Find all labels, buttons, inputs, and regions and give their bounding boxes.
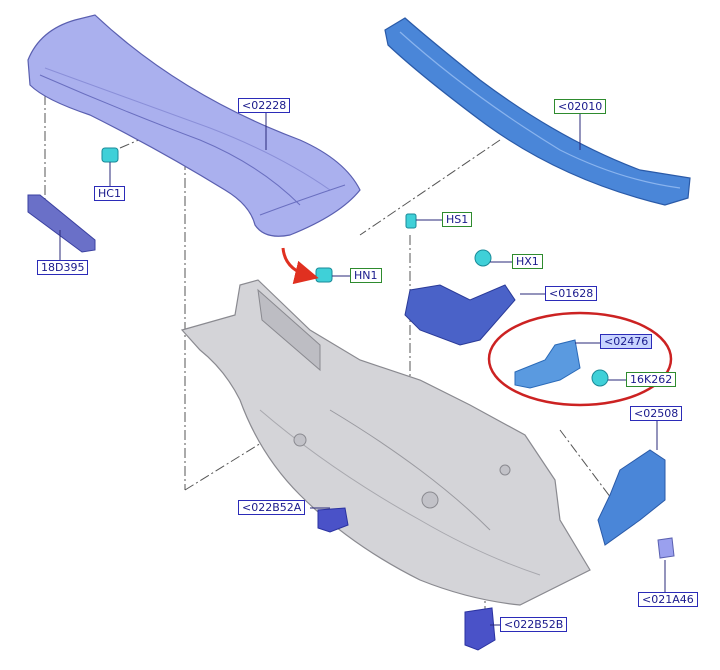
label-pointers [59, 112, 666, 626]
label-hs1: HS1 [442, 212, 473, 227]
label-01628: <01628 [545, 286, 598, 301]
bracket-02476 [514, 339, 581, 389]
label-18d395: 18D395 [37, 260, 89, 275]
bracket-022b52a [317, 507, 349, 533]
label-hx1: HX1 [512, 254, 543, 269]
label-02228: <02228 [238, 98, 291, 113]
label-02476: <02476 [600, 334, 653, 349]
label-021a46: <021A46 [638, 592, 698, 607]
cowl-reinforcement-bar [384, 17, 691, 206]
bracket-18d395 [27, 194, 96, 253]
bracket-02508 [597, 449, 666, 546]
cowl-top-panel [27, 14, 361, 237]
clip-icon-hc1 [101, 147, 119, 163]
dash-panel [180, 279, 591, 606]
label-hn1: HN1 [350, 268, 382, 283]
label-022b52a: <022B52A [238, 500, 306, 515]
clip-icon-hn1 [315, 267, 333, 283]
label-022b52b: <022B52B [500, 617, 568, 632]
red-direction-arrow [281, 247, 319, 285]
bracket-022b52b [464, 607, 496, 651]
clip-icon-hx1 [474, 249, 492, 267]
label-hc1: HC1 [94, 186, 125, 201]
highlight-circle [487, 311, 673, 407]
label-02508: <02508 [630, 406, 683, 421]
label-02010: <02010 [554, 99, 607, 114]
pad-021a46 [657, 537, 675, 559]
clip-icon-16k262 [591, 369, 609, 387]
clip-icon-hs1 [405, 213, 417, 229]
bracket-01628 [404, 284, 516, 346]
label-16k262: 16K262 [626, 372, 677, 387]
